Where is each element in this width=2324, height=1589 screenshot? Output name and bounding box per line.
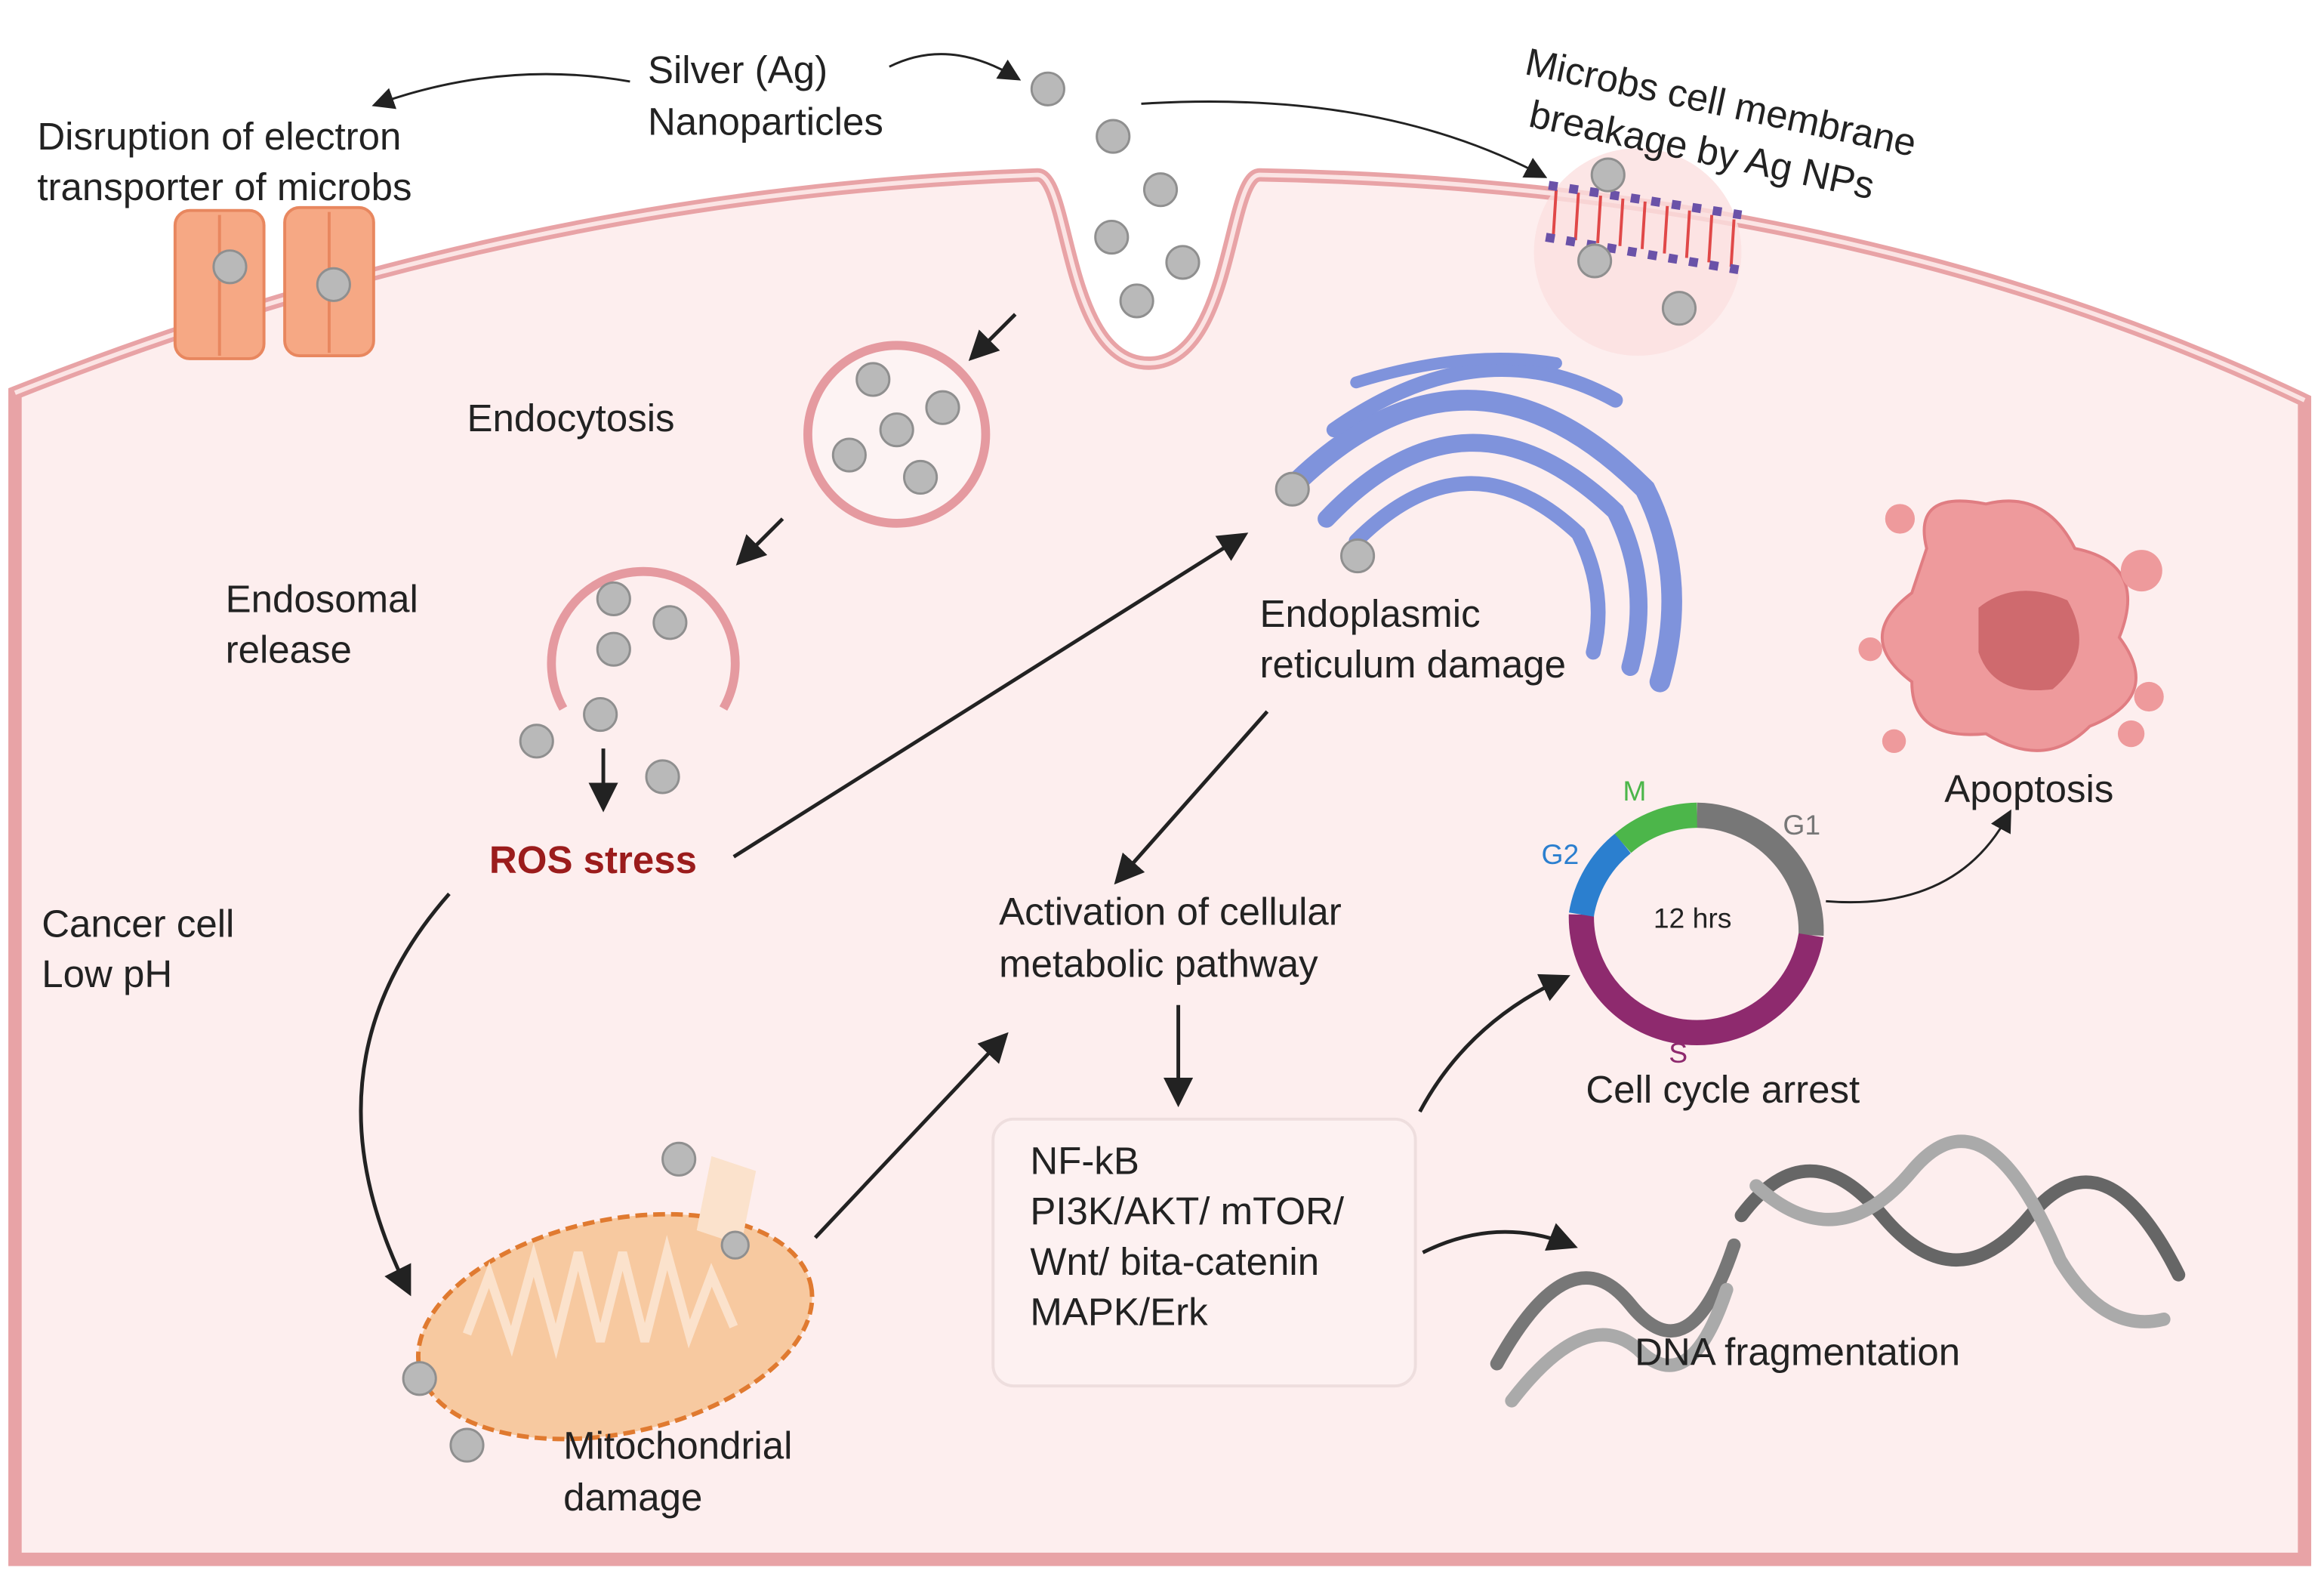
mitochondrion-icon [402, 1141, 815, 1463]
pathway-box [991, 1117, 1417, 1388]
phase-label-g1: G1 [1783, 809, 1820, 841]
silver-nanoparticles [1030, 71, 1201, 319]
label-apoptosis: Apoptosis [1944, 767, 2113, 810]
label-silver: Silver (Ag) [648, 48, 828, 91]
label-mitochondrial-damage: Mitochondrial [563, 1424, 792, 1467]
phase-s-arc [1568, 914, 1824, 1045]
cell-cycle-center: 12 hrs [1654, 902, 1732, 934]
pathway-item: NF-kB [1030, 1139, 1139, 1182]
label-disruption: transporter of microbs [37, 165, 411, 208]
label-mitochondrial-damage: damage [563, 1476, 702, 1519]
phase-label-m: M [1623, 775, 1646, 807]
label-activation: Activation of cellular [999, 890, 1342, 933]
pathway-item: PI3K/AKT/ mTOR/ [1030, 1189, 1345, 1233]
label-dna-fragmentation: DNA fragmentation [1635, 1331, 1960, 1374]
label-silver: Nanoparticles [648, 100, 883, 143]
label-er-damage: reticulum damage [1260, 643, 1567, 686]
label-disruption: Disruption of electron [37, 115, 401, 158]
label-endosomal: release [226, 628, 352, 671]
label-cancer-cell: Cancer cell [42, 902, 234, 945]
phase-g2-arc [1568, 833, 1632, 918]
apoptotic-cell-icon [1858, 499, 2164, 754]
arrows [359, 53, 2011, 1297]
cell-membrane-inner [14, 172, 2306, 403]
label-ros-stress: ROS stress [489, 838, 697, 881]
phase-label-s: S [1669, 1037, 1688, 1069]
endoplasmic-reticulum-icon [1275, 353, 1682, 693]
lipid-bilayer-icon [1533, 148, 1743, 356]
phase-g1-arc [1697, 802, 1824, 936]
transporter-protein-icon [173, 205, 375, 360]
phase-m-arc [1614, 802, 1698, 853]
label-cancer-cell: Low pH [42, 952, 172, 995]
dna-fragment-icon [1490, 1134, 2186, 1408]
pathway-item: MAPK/Erk [1030, 1291, 1208, 1334]
cell-cycle-ring [1568, 802, 1824, 1045]
pathway-item: Wnt/ bita-catenin [1030, 1240, 1319, 1283]
endocytic-vesicle-icon [803, 341, 991, 528]
label-endocytosis: Endocytosis [467, 396, 675, 440]
label-cell-cycle-arrest: Cell cycle arrest [1586, 1068, 1860, 1111]
label-activation: metabolic pathway [999, 942, 1318, 985]
phase-label-g2: G2 [1541, 838, 1579, 870]
endosome-release-icon [519, 566, 740, 794]
label-endosomal: Endosomal [226, 578, 418, 621]
label-er-damage: Endoplasmic [1260, 592, 1481, 635]
